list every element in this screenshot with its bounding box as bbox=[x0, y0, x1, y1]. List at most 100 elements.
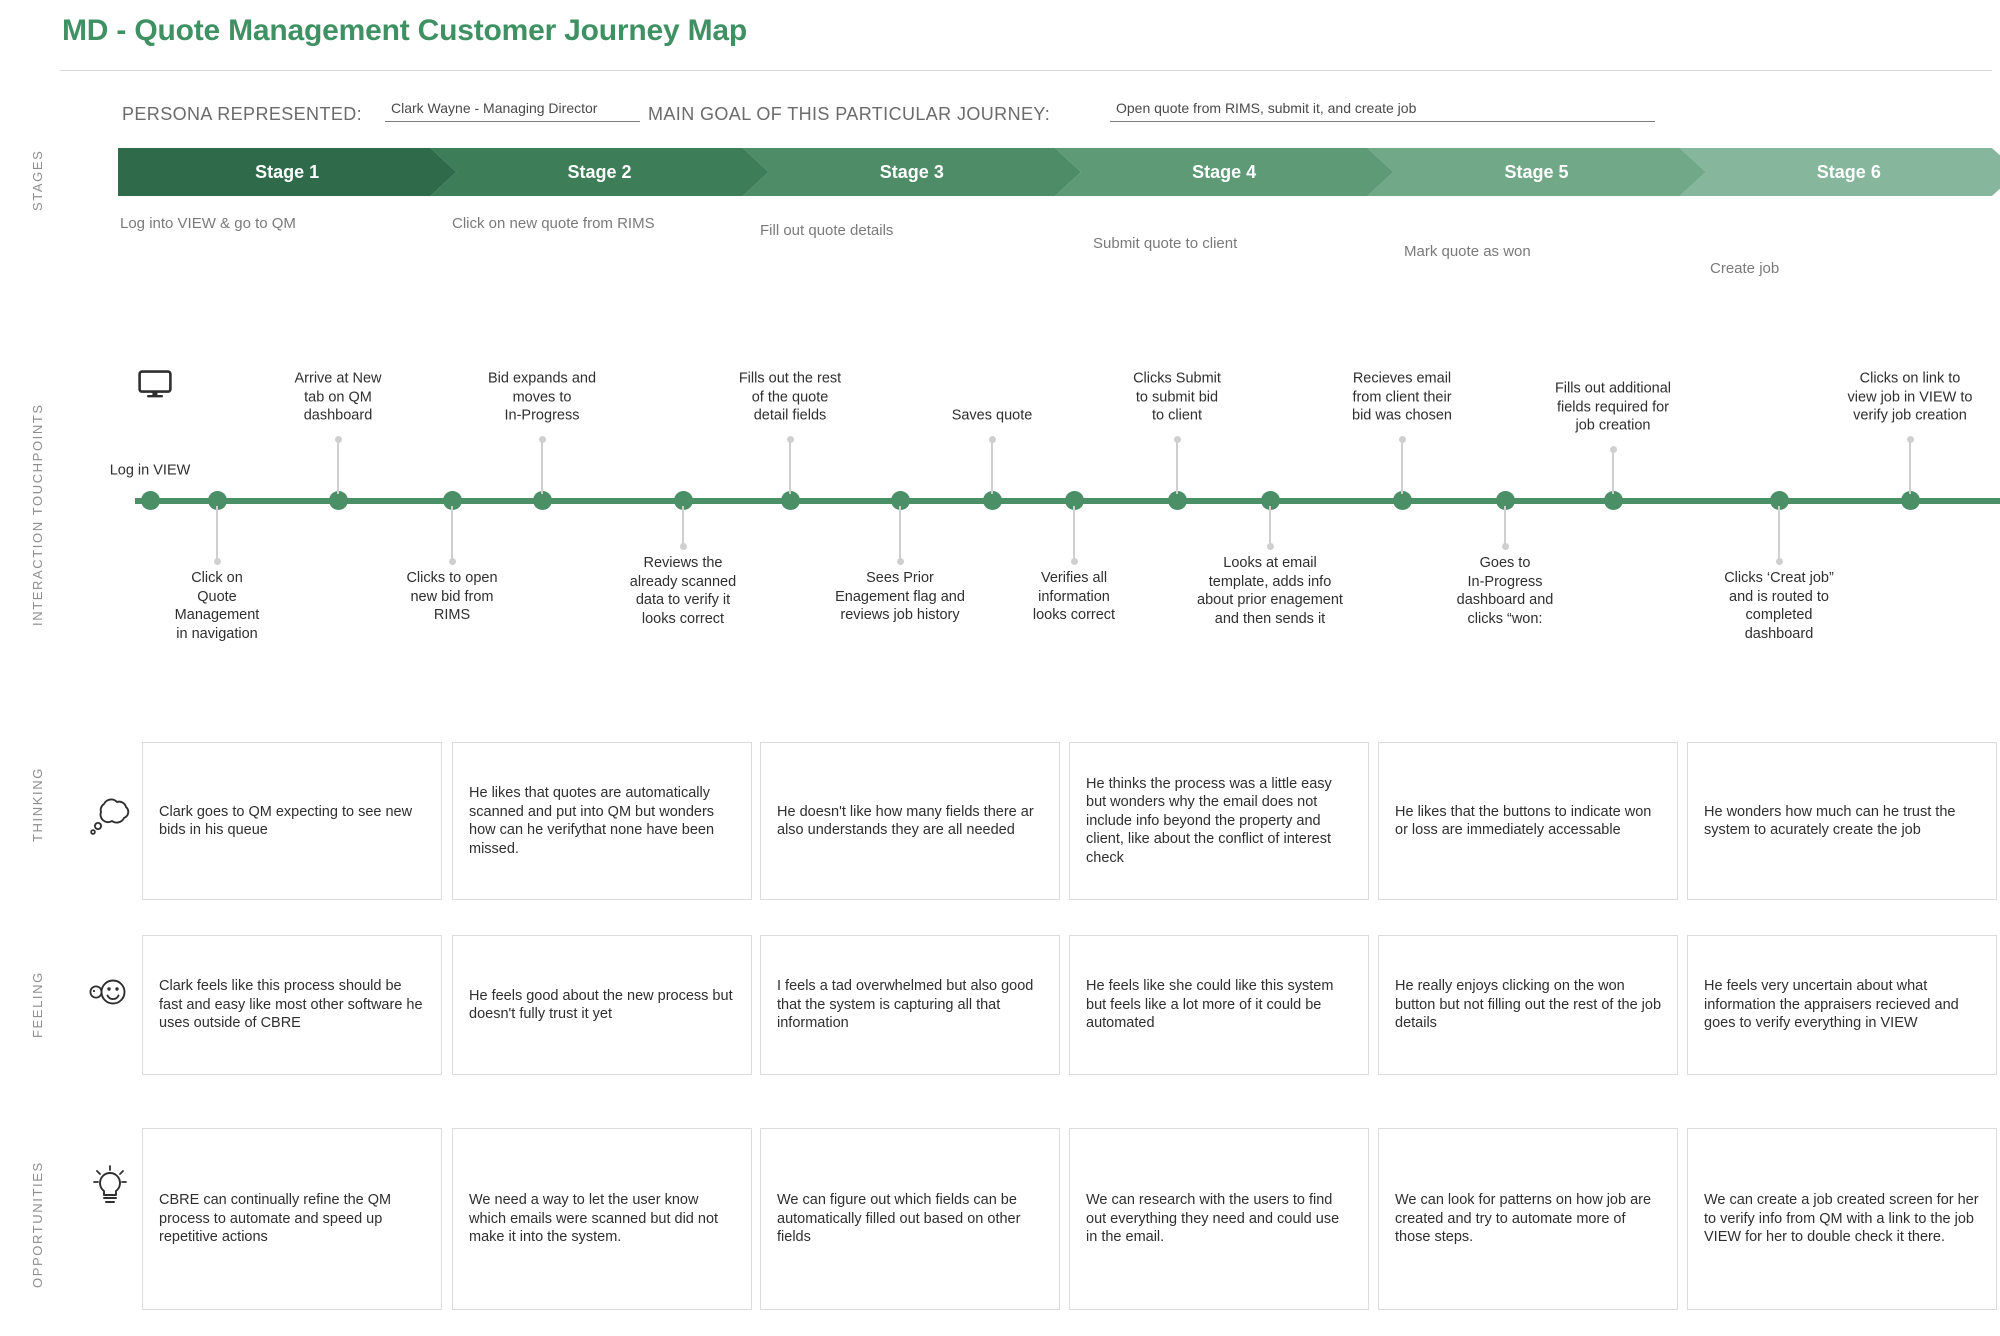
feeling-card[interactable]: He really enjoys clicking on the won but… bbox=[1378, 935, 1678, 1075]
persona-label: PERSONA REPRESENTED: bbox=[122, 104, 363, 124]
section-label-opportunities: OPPORTUNITIES bbox=[30, 1161, 45, 1289]
opportunities-card[interactable]: We can research with the users to find o… bbox=[1069, 1128, 1369, 1310]
touchpoint-stem bbox=[1612, 449, 1614, 494]
touchpoint-dot[interactable] bbox=[983, 491, 1002, 510]
goal-label: MAIN GOAL OF THIS PARTICULAR JOURNEY: bbox=[648, 104, 1051, 124]
touchpoint-stem bbox=[337, 439, 339, 494]
touchpoint-dot[interactable] bbox=[1770, 491, 1789, 510]
touchpoint-stem bbox=[682, 506, 684, 546]
stage-description-4: Submit quote to client bbox=[1093, 235, 1238, 252]
touchpoint-stem bbox=[1504, 506, 1506, 546]
touchpoint-dot[interactable] bbox=[1065, 491, 1084, 510]
stage-description-5: Mark quote as won bbox=[1404, 243, 1531, 260]
stage-chevron-label: Stage 6 bbox=[1816, 161, 1881, 182]
touchpoint-stem bbox=[216, 506, 218, 561]
touchpoint-stem-cap bbox=[1609, 446, 1617, 453]
thinking-card-text: He wonders how much can he trust the sys… bbox=[1704, 803, 1956, 839]
feeling-card-text: Clark feels like this process should be … bbox=[159, 978, 423, 1032]
stage-chevron-label: Stage 2 bbox=[567, 161, 632, 182]
touchpoint-label: Looks at email template, adds info about… bbox=[1197, 555, 1343, 627]
touchpoint-stem bbox=[1176, 439, 1178, 494]
touchpoint-label: Saves quote bbox=[951, 407, 1033, 424]
touchpoint-stem-cap bbox=[896, 558, 904, 565]
thinking-card[interactable]: He thinks the process was a little easy … bbox=[1069, 742, 1369, 900]
thinking-card-text: He likes that the buttons to indicate wo… bbox=[1395, 803, 1652, 839]
touchpoint-stem-cap bbox=[1266, 543, 1274, 550]
section-label-stages: STAGES bbox=[30, 149, 45, 211]
touchpoint-dot[interactable] bbox=[533, 491, 552, 510]
thinking-card[interactable]: He likes that quotes are automatically s… bbox=[452, 742, 752, 900]
touchpoint-dot[interactable] bbox=[1604, 491, 1623, 510]
stage-chevron-3[interactable]: Stage 3 bbox=[743, 148, 1081, 196]
stage-description-1: Log into VIEW & go to QM bbox=[120, 215, 296, 232]
section-label-feeling: FEELING bbox=[30, 971, 45, 1039]
touchpoint-label: Bid expands and moves to In-Progress bbox=[487, 370, 597, 424]
touchpoint-label: Arrive at New tab on QM dashboard bbox=[294, 370, 382, 424]
touchpoint-stem-cap bbox=[1070, 558, 1078, 565]
opportunities-card[interactable]: We can figure out which fields can be au… bbox=[760, 1128, 1060, 1310]
touchpoint-label: Goes to In-Progress dashboard and clicks… bbox=[1456, 555, 1554, 627]
touchpoint-dot[interactable] bbox=[1168, 491, 1187, 510]
thinking-card[interactable]: Clark goes to QM expecting to see new bi… bbox=[142, 742, 442, 900]
touchpoint-stem-cap bbox=[1906, 436, 1914, 443]
touchpoint-stem bbox=[1909, 439, 1911, 494]
feeling-card-text: I feels a tad overwhelmed but also good … bbox=[777, 978, 1034, 1032]
touchpoint-label: Clicks to open new bid from RIMS bbox=[406, 570, 498, 623]
thinking-card[interactable]: He likes that the buttons to indicate wo… bbox=[1378, 742, 1678, 900]
opportunities-card[interactable]: CBRE can continually refine the QM proce… bbox=[142, 1128, 442, 1310]
thinking-card[interactable]: He doesn't like how many fields there ar… bbox=[760, 742, 1060, 900]
stage-description-6: Create job bbox=[1710, 260, 1780, 277]
page-title: MD - Quote Management Customer Journey M… bbox=[62, 14, 748, 47]
stage-description-row: Log into VIEW & go to QM Click on new quo… bbox=[0, 215, 2000, 277]
stage-chevron-5[interactable]: Stage 5 bbox=[1367, 148, 1705, 196]
stage-chevron-4[interactable]: Stage 4 bbox=[1055, 148, 1393, 196]
touchpoint-dot[interactable] bbox=[443, 491, 462, 510]
touchpoint-dot[interactable] bbox=[1393, 491, 1412, 510]
touchpoint-stem-cap bbox=[1775, 558, 1783, 565]
touchpoint-stem bbox=[899, 506, 901, 561]
touchpoint-dot[interactable] bbox=[891, 491, 910, 510]
touchpoint-stem bbox=[1401, 439, 1403, 494]
thinking-card[interactable]: He wonders how much can he trust the sys… bbox=[1687, 742, 1997, 900]
feeling-card[interactable]: He feels good about the new process but … bbox=[452, 935, 752, 1075]
touchpoint-dot[interactable] bbox=[781, 491, 800, 510]
stage-chevron-2[interactable]: Stage 2 bbox=[430, 148, 768, 196]
touchpoint-dot[interactable] bbox=[208, 491, 227, 510]
stage-chevron-label: Stage 3 bbox=[879, 161, 944, 182]
feeling-card[interactable]: He feels very uncertain about what infor… bbox=[1687, 935, 1997, 1075]
touchpoint-label: Fills out additional fields required for… bbox=[1554, 380, 1672, 434]
opportunities-card[interactable]: We need a way to let the user know which… bbox=[452, 1128, 752, 1310]
persona-field[interactable]: Clark Wayne - Managing Director bbox=[385, 100, 640, 122]
stage-description-2: Click on new quote from RIMS bbox=[452, 215, 655, 232]
opportunities-card-text: We can look for patterns on how job are … bbox=[1395, 1192, 1652, 1246]
monitor-icon bbox=[138, 370, 172, 403]
feeling-card-text: He really enjoys clicking on the won but… bbox=[1395, 978, 1662, 1032]
stage-description-3: Fill out quote details bbox=[760, 222, 894, 239]
feeling-card[interactable]: Clark feels like this process should be … bbox=[142, 935, 442, 1075]
touchpoint-dot[interactable] bbox=[141, 491, 160, 510]
opportunities-card-text: We can research with the users to find o… bbox=[1086, 1192, 1340, 1246]
touchpoint-dot[interactable] bbox=[1496, 491, 1515, 510]
stage-chevron-1[interactable]: Stage 1 bbox=[118, 148, 456, 196]
touchpoint-label: Recieves email from client their bid was… bbox=[1352, 370, 1452, 424]
feeling-card-text: He feels like she could like this system… bbox=[1086, 978, 1334, 1032]
touchpoint-dot[interactable] bbox=[674, 491, 693, 510]
goal-field[interactable]: Open quote from RIMS, submit it, and cre… bbox=[1110, 100, 1655, 122]
opportunities-card[interactable]: We can create a job created screen for h… bbox=[1687, 1128, 1997, 1310]
touchpoint-dot[interactable] bbox=[1261, 491, 1280, 510]
thinking-card-text: He doesn't like how many fields there ar… bbox=[777, 803, 1034, 839]
touchpoint-dot[interactable] bbox=[1901, 491, 1920, 510]
feeling-card[interactable]: I feels a tad overwhelmed but also good … bbox=[760, 935, 1060, 1075]
thinking-card-text: He likes that quotes are automatically s… bbox=[469, 785, 715, 857]
meta-row: PERSONA REPRESENTED: Clark Wayne - Manag… bbox=[0, 100, 2000, 134]
touchpoint-stem bbox=[789, 439, 791, 494]
feeling-card[interactable]: He feels like she could like this system… bbox=[1069, 935, 1369, 1075]
section-label-touchpoints: INTERACTION TOUCHPOINTS bbox=[30, 403, 45, 627]
stage-chevron-6[interactable]: Stage 6 bbox=[1680, 148, 2000, 196]
opportunities-card[interactable]: We can look for patterns on how job are … bbox=[1378, 1128, 1678, 1310]
thinking-card-text: He thinks the process was a little easy … bbox=[1086, 775, 1332, 866]
touchpoint-stem bbox=[451, 506, 453, 561]
touchpoint-stem-cap bbox=[213, 558, 221, 565]
touchpoint-dot[interactable] bbox=[329, 491, 348, 510]
